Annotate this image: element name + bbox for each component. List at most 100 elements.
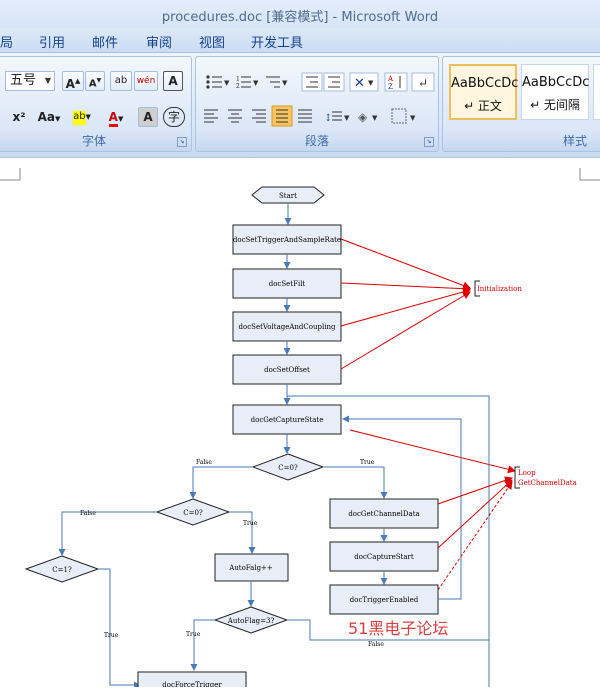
dialog-launcher-icon[interactable]: ↘ <box>424 137 434 147</box>
chinese-layout-icon[interactable]: ✕▼ <box>349 72 379 92</box>
clear-format-button[interactable]: ab <box>110 71 132 91</box>
enclose-char-button[interactable]: 字 <box>163 107 185 127</box>
svg-text:▼: ▼ <box>410 114 416 122</box>
menu-item-layout[interactable]: 局 <box>0 36 14 51</box>
title-bar: procedures.doc [兼容模式] - Microsoft Word <box>0 0 600 28</box>
align-left-icon[interactable] <box>204 109 218 123</box>
show-formatting-icon[interactable]: ↵ <box>411 72 435 92</box>
distributed-icon[interactable] <box>298 109 312 123</box>
svg-text:▼: ▼ <box>253 79 259 87</box>
step-label: docTriggerEnabled <box>350 596 419 604</box>
step-label: docCaptureStart <box>354 553 414 561</box>
false-label: False <box>196 459 212 466</box>
char-border-button[interactable]: A <box>163 71 183 91</box>
decision-diamond <box>155 498 231 526</box>
svg-text:✕: ✕ <box>354 76 365 91</box>
loop-note: GetChannelData <box>518 479 577 487</box>
false-label: False <box>80 510 96 517</box>
menu-item-review[interactable]: 审阅 <box>146 36 173 51</box>
svg-text:▼: ▼ <box>224 79 230 87</box>
shading-icon[interactable]: ◈▼ <box>358 110 378 124</box>
char-shading-icon: A <box>143 110 153 124</box>
step-label: docGetCaptureState <box>251 416 324 424</box>
step-label: docGetChannelData <box>348 510 419 518</box>
phonetic-guide-icon: wén <box>136 76 156 86</box>
step-label: docSetTriggerAndSampleRate <box>233 236 341 244</box>
menu-item-view[interactable]: 视图 <box>199 36 226 51</box>
svg-text:Z: Z <box>388 83 393 91</box>
highlighter-icon: ab <box>73 111 86 125</box>
step-box <box>329 498 439 529</box>
highlight-button[interactable]: ab▼ <box>67 107 97 127</box>
menu-item-developer[interactable]: 开发工具 <box>251 36 304 51</box>
svg-text:▼: ▼ <box>368 79 374 87</box>
step-box <box>232 354 342 385</box>
step-label: docSetVoltageAndCoupling <box>239 323 336 331</box>
svg-text:▼: ▼ <box>372 114 378 122</box>
dialog-launcher-icon[interactable]: ↘ <box>177 137 187 147</box>
decision-diamond <box>213 606 289 634</box>
font-group: 五号 ▼ A▲ A▼ ab wén A x² Aa▼ ab▼ A▼ A 字 字体… <box>0 56 192 152</box>
step-label: docSetOffset <box>264 366 310 374</box>
font-group-label: 字体 <box>81 134 106 148</box>
paragraph-group-label: 段落 <box>304 134 329 148</box>
styles-group-label: 样式 <box>562 134 587 148</box>
line-spacing-icon[interactable]: ↕ ▼ <box>324 111 350 124</box>
svg-text:▼: ▼ <box>344 114 350 122</box>
style-name: ↵ 正文 <box>464 99 502 113</box>
bullets-icon[interactable]: ▼ <box>206 75 230 89</box>
align-right-icon[interactable] <box>252 109 266 123</box>
start-terminator <box>251 186 325 204</box>
style-heading-partial[interactable] <box>593 64 600 120</box>
phonetic-guide-button[interactable]: wén <box>134 71 158 91</box>
font-color-button[interactable]: A▼ <box>101 107 131 127</box>
increase-indent-icon[interactable] <box>323 72 345 92</box>
decision-label: C=0? <box>278 464 298 472</box>
watermark: 51黑电子论坛 <box>348 619 448 638</box>
step-box <box>329 541 439 572</box>
superscript-button[interactable]: x² <box>9 107 29 127</box>
svg-text:A: A <box>387 75 394 83</box>
menu-item-mailings[interactable]: 邮件 <box>92 36 119 51</box>
superscript-icon: x² <box>12 110 26 124</box>
step-label: docForceTrigger <box>162 681 222 687</box>
sort-icon[interactable]: AZ <box>384 72 408 92</box>
step-label: AutoFalg++ <box>228 564 273 572</box>
borders-icon[interactable]: ▼ <box>391 108 416 124</box>
menu-item-references[interactable]: 引用 <box>39 36 66 51</box>
font-color-icon: A <box>108 110 118 127</box>
enclose-char-icon: 字 <box>167 110 180 124</box>
grow-font-button[interactable]: A▲ <box>62 71 84 91</box>
char-shading-button[interactable]: A <box>138 107 158 127</box>
decision-diamond <box>251 453 325 481</box>
justify-icon[interactable] <box>271 105 293 127</box>
font-size-select[interactable]: 五号 ▼ <box>5 71 55 91</box>
style-no-spacing[interactable]: AaBbCcDc ↵ 无间隔 <box>521 64 589 120</box>
flowchart: Start docSetTriggerAndSampleRate docSetF… <box>0 168 600 690</box>
shrink-font-button[interactable]: A▼ <box>85 71 105 91</box>
clear-format-icon: ab <box>114 75 128 86</box>
step-box <box>232 404 342 435</box>
step-box <box>232 268 342 299</box>
true-label: True <box>104 632 119 639</box>
style-normal[interactable]: AaBbCcDc ↵ 正文 <box>449 64 518 120</box>
svg-text:↵: ↵ <box>418 76 428 90</box>
align-center-icon[interactable] <box>228 109 242 123</box>
chevron-down-icon: ▼ <box>44 76 51 85</box>
multilevel-list-icon[interactable]: ▼ <box>266 76 288 88</box>
char-border-icon: A <box>168 74 178 88</box>
style-sample: AaBbCcDc <box>522 75 590 90</box>
true-label: True <box>360 459 375 466</box>
decision-label: C=0? <box>183 509 203 517</box>
step-box <box>329 584 439 615</box>
true-label: True <box>186 631 201 638</box>
change-case-button[interactable]: Aa▼ <box>37 110 61 124</box>
svg-text:1: 1 <box>236 76 240 83</box>
false-label: False <box>368 641 384 648</box>
decision-label: AutoFlag=3? <box>227 617 275 625</box>
svg-text:▼: ▼ <box>282 79 288 87</box>
document-page[interactable]: Start docSetTriggerAndSampleRate docSetF… <box>0 157 600 690</box>
decrease-indent-icon[interactable] <box>301 72 323 92</box>
numbering-icon[interactable]: 12 ▼ <box>236 76 259 90</box>
